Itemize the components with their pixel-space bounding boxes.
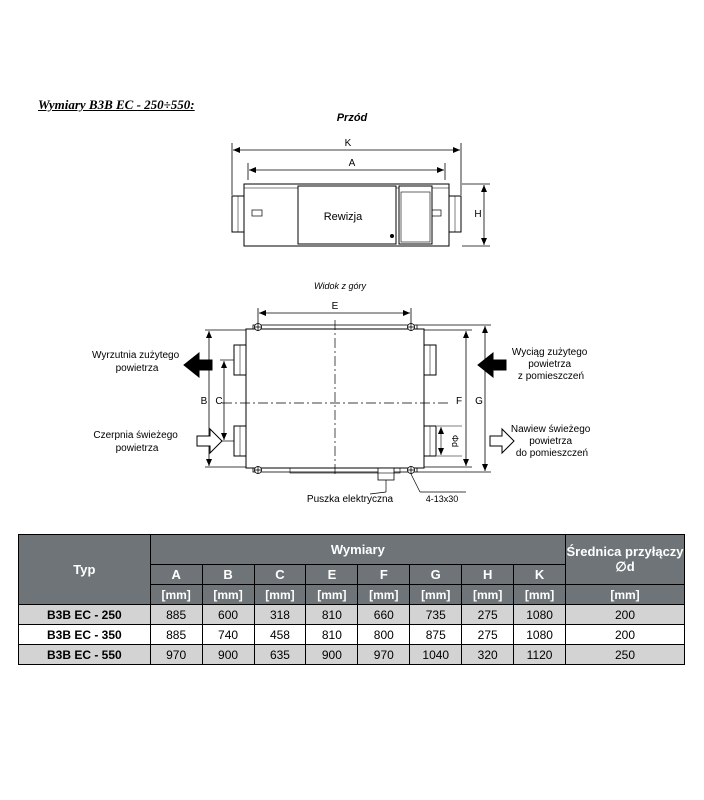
letter-header: E bbox=[305, 564, 359, 585]
mount-holes-label: 4-13x30 bbox=[426, 494, 459, 504]
letter-header: A bbox=[149, 564, 203, 585]
cell-c: 458 bbox=[253, 624, 307, 645]
cell-c: 635 bbox=[253, 644, 307, 665]
row-type: B3B EC - 550 bbox=[18, 644, 151, 665]
exhaust-out-label: Wyrzutnia zużytego powietrza bbox=[92, 350, 182, 374]
front-view-caption: Przód bbox=[337, 112, 368, 124]
unit-header: [mm] bbox=[513, 584, 567, 605]
dimension-f-label: F bbox=[456, 396, 462, 407]
cell-k: 1080 bbox=[513, 604, 567, 625]
dimension-a-label: A bbox=[349, 158, 356, 169]
units-row: [mm] [mm] [mm] [mm] [mm] [mm] [mm] [mm] … bbox=[19, 584, 685, 605]
unit-header: [mm] bbox=[565, 584, 685, 605]
top-view: Widok z góry E bbox=[92, 281, 593, 505]
unit-header: [mm] bbox=[305, 584, 359, 605]
letter-header: H bbox=[461, 564, 515, 585]
unit-header: [mm] bbox=[409, 584, 463, 605]
table-row: B3B EC - 550 970 900 635 900 970 1040 32… bbox=[18, 644, 685, 665]
cell-a: 970 bbox=[149, 644, 203, 665]
unit-header: [mm] bbox=[149, 584, 203, 605]
letter-header: B bbox=[201, 564, 255, 585]
inspection-panel bbox=[297, 185, 397, 245]
row-type: B3B EC - 350 bbox=[18, 624, 151, 645]
cell-diameter: 200 bbox=[565, 604, 685, 625]
dimension-g-label: G bbox=[475, 396, 483, 407]
front-view: Przód K A Rewizja H bbox=[231, 112, 490, 247]
cell-g: 1040 bbox=[409, 644, 463, 665]
dimensions-table: Typ Wymiary Średnica przyłączy ∅d A B C … bbox=[18, 534, 685, 665]
letter-header: K bbox=[513, 564, 567, 585]
cell-h: 320 bbox=[461, 644, 515, 665]
electric-box bbox=[377, 467, 395, 481]
electric-box-label: Puszka elektryczna bbox=[307, 494, 394, 505]
supply-arrow-icon bbox=[489, 427, 515, 455]
cell-k: 1120 bbox=[513, 644, 567, 665]
extract-arrow-icon bbox=[477, 351, 507, 379]
cell-h: 275 bbox=[461, 624, 515, 645]
table-row: B3B EC - 250 885 600 318 810 660 735 275… bbox=[18, 604, 685, 625]
extract-in-label: Wyciąg zużytego powietrza z pomieszczeń bbox=[512, 347, 590, 382]
dimensions-header: Wymiary bbox=[149, 534, 567, 565]
cell-g: 875 bbox=[409, 624, 463, 645]
type-header: Typ bbox=[18, 534, 151, 605]
cell-diameter: 200 bbox=[565, 624, 685, 645]
letter-header: C bbox=[253, 564, 307, 585]
cell-k: 1080 bbox=[513, 624, 567, 645]
letter-header: G bbox=[409, 564, 463, 585]
cell-f: 970 bbox=[357, 644, 411, 665]
cell-a: 885 bbox=[149, 604, 203, 625]
cell-b: 900 bbox=[201, 644, 255, 665]
cell-diameter: 250 bbox=[565, 644, 685, 665]
cell-b: 600 bbox=[201, 604, 255, 625]
cell-f: 660 bbox=[357, 604, 411, 625]
unit-header: [mm] bbox=[201, 584, 255, 605]
dimension-k-label: K bbox=[345, 138, 352, 149]
unit-header: [mm] bbox=[461, 584, 515, 605]
exhaust-arrow-icon bbox=[183, 351, 213, 379]
top-view-caption: Widok z góry bbox=[314, 281, 366, 291]
inspection-panel-label: Rewizja bbox=[324, 211, 363, 223]
cell-e: 900 bbox=[305, 644, 359, 665]
cell-h: 275 bbox=[461, 604, 515, 625]
dimension-h-label: H bbox=[474, 209, 481, 220]
dimension-e-label: E bbox=[332, 301, 339, 312]
fresh-in-label: Czerpnia świeżego powietrza bbox=[93, 430, 180, 454]
cell-e: 810 bbox=[305, 604, 359, 625]
supply-out-label: Nawiew świeżego powietrza do pomieszczeń bbox=[511, 424, 593, 459]
letters-row: A B C E F G H K bbox=[19, 564, 685, 585]
row-type: B3B EC - 250 bbox=[18, 604, 151, 625]
dimension-d-label: Φd bbox=[450, 435, 460, 447]
cell-f: 800 bbox=[357, 624, 411, 645]
table-row: B3B EC - 350 885 740 458 810 800 875 275… bbox=[18, 624, 685, 645]
cell-b: 740 bbox=[201, 624, 255, 645]
technical-drawing: Przód K A Rewizja H W bbox=[92, 112, 593, 505]
letter-header: F bbox=[357, 564, 411, 585]
dimension-c-label: C bbox=[215, 396, 222, 407]
page-title: Wymiary B3B EC - 250÷550: bbox=[38, 97, 195, 112]
unit-header: [mm] bbox=[253, 584, 307, 605]
cell-c: 318 bbox=[253, 604, 307, 625]
cell-g: 735 bbox=[409, 604, 463, 625]
cell-e: 810 bbox=[305, 624, 359, 645]
unit-header: [mm] bbox=[357, 584, 411, 605]
fresh-air-arrow-icon bbox=[196, 427, 223, 455]
diameter-header: Średnica przyłączy ∅d bbox=[565, 534, 685, 585]
cell-a: 885 bbox=[149, 624, 203, 645]
dimension-b-label: B bbox=[201, 396, 208, 407]
